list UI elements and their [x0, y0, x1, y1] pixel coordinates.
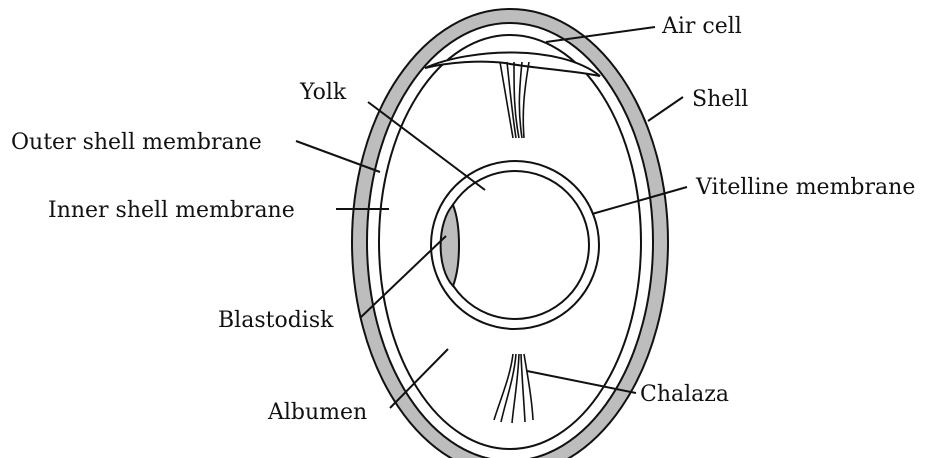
label-chalaza: Chalaza	[640, 382, 729, 407]
label-blastodisk: Blastodisk	[218, 308, 334, 333]
label-shell: Shell	[692, 87, 748, 112]
shell-leader	[648, 97, 683, 121]
label-inner-shell-membrane: Inner shell membrane	[48, 198, 295, 223]
label-yolk: Yolk	[299, 80, 347, 105]
label-vitelline-membrane: Vitelline membrane	[695, 175, 915, 200]
label-albumen: Albumen	[267, 400, 367, 425]
label-outer-shell-membrane: Outer shell membrane	[11, 130, 262, 155]
label-air-cell: Air cell	[661, 14, 742, 39]
yolk	[441, 171, 589, 319]
